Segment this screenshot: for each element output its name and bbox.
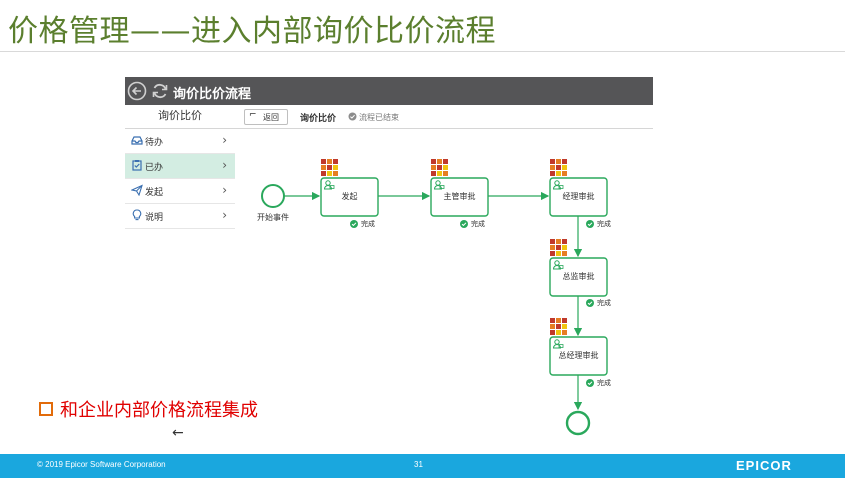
- workflow-app-window: 询价比价流程 询价比价 待办 › 已办 › 发起: [125, 77, 653, 447]
- chevron-right-icon: ›: [222, 133, 227, 147]
- task-node-initiate[interactable]: [320, 177, 379, 217]
- task-label: 经理审批: [562, 192, 595, 201]
- sidebar-item-done[interactable]: 已办 ›: [125, 154, 235, 179]
- lightbulb-icon: [132, 209, 142, 221]
- app-header: 询价比价流程: [125, 77, 653, 105]
- sidebar: 待办 › 已办 › 发起 › 说明 ›: [125, 129, 235, 229]
- breadcrumb: 询价比价: [300, 114, 337, 124]
- left-arrow-icon: ←: [172, 425, 184, 441]
- refresh-icon[interactable]: [150, 81, 170, 101]
- title-divider: [0, 51, 845, 52]
- slide-title: 价格管理——进入内部询价比价流程: [8, 14, 496, 49]
- task-node-gm[interactable]: [549, 336, 608, 376]
- task-node-supervisor[interactable]: [430, 177, 489, 217]
- sidebar-item-label: 说明: [145, 213, 164, 223]
- priority-grid-icon: [550, 239, 567, 256]
- sidebar-item-pending[interactable]: 待办 ›: [125, 129, 235, 154]
- clipboard-check-icon: [132, 160, 142, 171]
- sidebar-item-label: 发起: [145, 188, 164, 198]
- complete-check-icon: [585, 298, 595, 308]
- back-circle-icon[interactable]: [127, 81, 147, 101]
- epicor-logo: EPICOR: [736, 458, 792, 473]
- task-label: 总监审批: [562, 272, 595, 281]
- inbox-icon: [131, 136, 143, 145]
- priority-grid-icon: [321, 159, 338, 176]
- task-status: 完成: [597, 379, 611, 387]
- complete-check-icon: [585, 378, 595, 388]
- task-status: 完成: [597, 299, 611, 307]
- process-status: 流程已结束: [359, 113, 399, 122]
- sidebar-item-start[interactable]: 发起 ›: [125, 179, 235, 204]
- task-node-director[interactable]: [549, 257, 608, 297]
- task-label: 主管审批: [443, 192, 476, 201]
- complete-check-icon: [585, 219, 595, 229]
- complete-check-icon: [349, 219, 359, 229]
- footer-copyright: © 2019 Epicor Software Corporation: [37, 460, 166, 469]
- chevron-right-icon: ›: [222, 183, 227, 197]
- end-event[interactable]: [565, 410, 591, 436]
- task-status: 完成: [361, 220, 375, 228]
- app-title: 询价比价流程: [173, 87, 252, 102]
- chevron-right-icon: ›: [222, 158, 227, 172]
- sidebar-item-help[interactable]: 说明 ›: [125, 204, 235, 229]
- priority-grid-icon: [431, 159, 448, 176]
- priority-grid-icon: [550, 159, 567, 176]
- priority-grid-icon: [550, 318, 567, 335]
- bullet-marker: [38, 397, 57, 419]
- page-number: 31: [414, 460, 423, 469]
- chevron-right-icon: ›: [222, 208, 227, 222]
- start-event[interactable]: [261, 184, 285, 208]
- task-status: 完成: [471, 220, 485, 228]
- sidebar-item-label: 待办: [145, 138, 164, 148]
- footer-bar: © 2019 Epicor Software Corporation 31 EP…: [0, 454, 845, 478]
- send-icon: [131, 184, 143, 196]
- sidebar-heading: 询价比价: [158, 109, 202, 122]
- task-label: 发起: [341, 192, 358, 201]
- return-arrow-icon: ⌐: [249, 110, 257, 120]
- workflow-diagram: [261, 159, 608, 436]
- back-button-label: 返回: [263, 113, 279, 122]
- sidebar-item-label: 已办: [145, 163, 164, 173]
- task-status: 完成: [597, 220, 611, 228]
- task-node-manager[interactable]: [549, 177, 608, 217]
- check-circle-icon: [348, 112, 357, 121]
- toolbar-divider: [125, 128, 653, 129]
- start-event-label: 开始事件: [257, 213, 289, 222]
- complete-check-icon: [459, 219, 469, 229]
- task-label: 总经理审批: [558, 351, 599, 360]
- back-button[interactable]: ⌐ 返回: [244, 109, 288, 125]
- bullet-text: 和企业内部价格流程集成: [60, 400, 258, 421]
